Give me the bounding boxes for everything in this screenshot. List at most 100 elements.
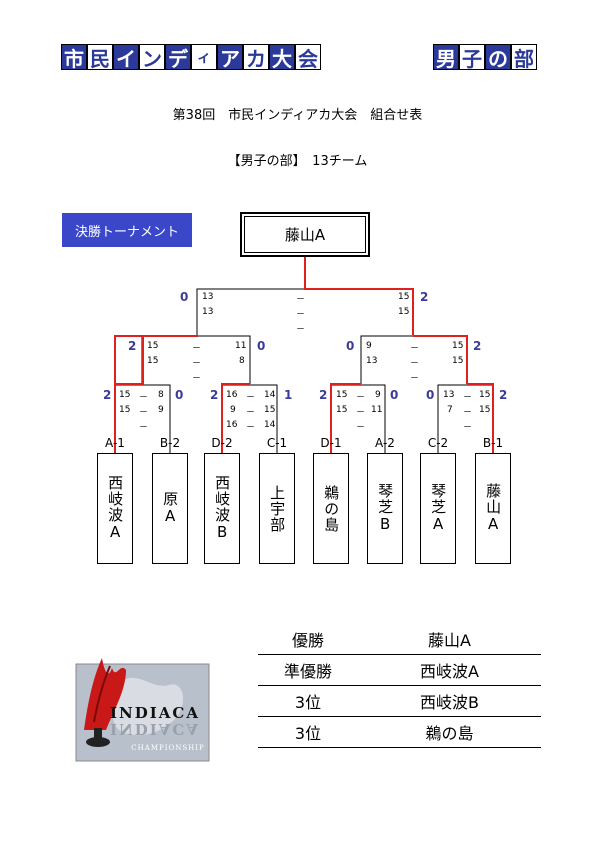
winner-path-r1-2 (221, 383, 250, 453)
score: 15 (264, 405, 276, 415)
score: 8 (158, 390, 164, 400)
team-box: 西岐波B (204, 453, 240, 564)
title-char: ア (217, 44, 243, 71)
dash: － (192, 359, 202, 369)
dash: － (410, 374, 420, 384)
team-box: 原A (152, 453, 188, 564)
seed-label: A-2 (375, 436, 395, 450)
results-row: 3位 鵜の島 (258, 717, 541, 748)
set-count: 2 (103, 388, 112, 402)
logo-graphic (75, 658, 210, 762)
set-count: 0 (390, 388, 399, 402)
set-count: 0 (175, 388, 184, 402)
dash: － (296, 310, 306, 320)
score: 14 (264, 420, 276, 430)
score: 15 (398, 307, 410, 317)
score: 9 (158, 405, 164, 415)
score: 15 (336, 405, 348, 415)
dash: － (246, 393, 256, 403)
score: 15 (479, 390, 491, 400)
winner-path-final (304, 257, 414, 335)
dash: － (246, 423, 256, 433)
set-count: 2 (210, 388, 219, 402)
score: 14 (264, 390, 276, 400)
team-box: 琴芝A (420, 453, 456, 564)
results-row: 3位 西岐波B (258, 686, 541, 717)
score: 15 (336, 390, 348, 400)
score: 15 (147, 341, 159, 351)
final-line-left (196, 288, 305, 335)
results-row: 準優勝 西岐波A (258, 655, 541, 686)
score: 11 (235, 341, 247, 351)
winner-path-r1-3 (330, 383, 361, 453)
dash: － (463, 423, 473, 433)
score: 11 (371, 405, 383, 415)
seed-label: B-1 (482, 436, 504, 450)
team-box: 藤山A (475, 453, 511, 564)
dash: － (192, 374, 202, 384)
set-count: 2 (128, 339, 137, 353)
score: 15 (398, 292, 410, 302)
seed-label: D-2 (211, 436, 233, 450)
dash: － (139, 393, 149, 403)
dash: － (463, 393, 473, 403)
team-box: 琴芝B (367, 453, 403, 564)
score: 7 (447, 405, 453, 415)
result-team: 西岐波A (420, 662, 479, 681)
set-count: 0 (180, 290, 189, 304)
dash: － (192, 344, 202, 354)
score: 9 (230, 405, 236, 415)
logo-word-reflection: INDIACA (110, 720, 200, 738)
champion-box: 藤山A (240, 212, 370, 257)
seed-label: A-1 (105, 436, 125, 450)
score: 8 (239, 356, 245, 366)
dash: － (296, 325, 306, 335)
title-char: 民 (87, 44, 113, 71)
score: 16 (226, 390, 238, 400)
dash: － (246, 408, 256, 418)
dash: － (463, 408, 473, 418)
seed-label: C-2 (427, 436, 449, 450)
set-count: 2 (499, 388, 508, 402)
dash: － (139, 408, 149, 418)
results-row: 優勝 藤山A (258, 624, 541, 655)
logo-word: INDIACA (110, 704, 200, 722)
result-place: 3位 (294, 724, 322, 743)
division-char: の (485, 44, 511, 71)
score: 15 (119, 405, 131, 415)
score: 15 (119, 390, 131, 400)
page-subtitle: 第38回 市民インディアカ大会 組合せ表 (172, 108, 423, 123)
division-char: 男 (433, 44, 459, 71)
team-box: 西岐波A (97, 453, 133, 564)
score: 13 (202, 307, 214, 317)
score: 13 (366, 356, 378, 366)
dash: － (356, 423, 366, 433)
winner-path-r1-4 (467, 383, 494, 453)
seed-label: C-1 (266, 436, 288, 450)
result-place: 3位 (294, 693, 322, 712)
title-char: 大 (269, 44, 295, 71)
title-char: カ (243, 44, 269, 71)
team-box: 上宇部 (259, 453, 295, 564)
division-char: 子 (459, 44, 485, 71)
set-count: 0 (346, 339, 355, 353)
title-char: 市 (61, 44, 87, 71)
dash: － (296, 295, 306, 305)
dash: － (139, 423, 149, 433)
logo-caption: CHAMPIONSHIP (131, 744, 205, 752)
score: 16 (226, 420, 238, 430)
title-char: ン (139, 44, 165, 71)
score: 15 (479, 405, 491, 415)
indiaca-logo: INDIACA INDIACA CHAMPIONSHIP (64, 650, 210, 762)
set-count: 2 (319, 388, 328, 402)
winner-path-sf1-vert (142, 335, 144, 385)
set-count: 1 (284, 388, 293, 402)
set-count: 0 (426, 388, 435, 402)
title-char: ィ (191, 44, 217, 70)
dash: － (356, 393, 366, 403)
set-count: 0 (257, 339, 266, 353)
title-char: イ (113, 44, 139, 71)
division-line: 【男子の部】 13チーム (227, 154, 368, 169)
score: 13 (443, 390, 455, 400)
